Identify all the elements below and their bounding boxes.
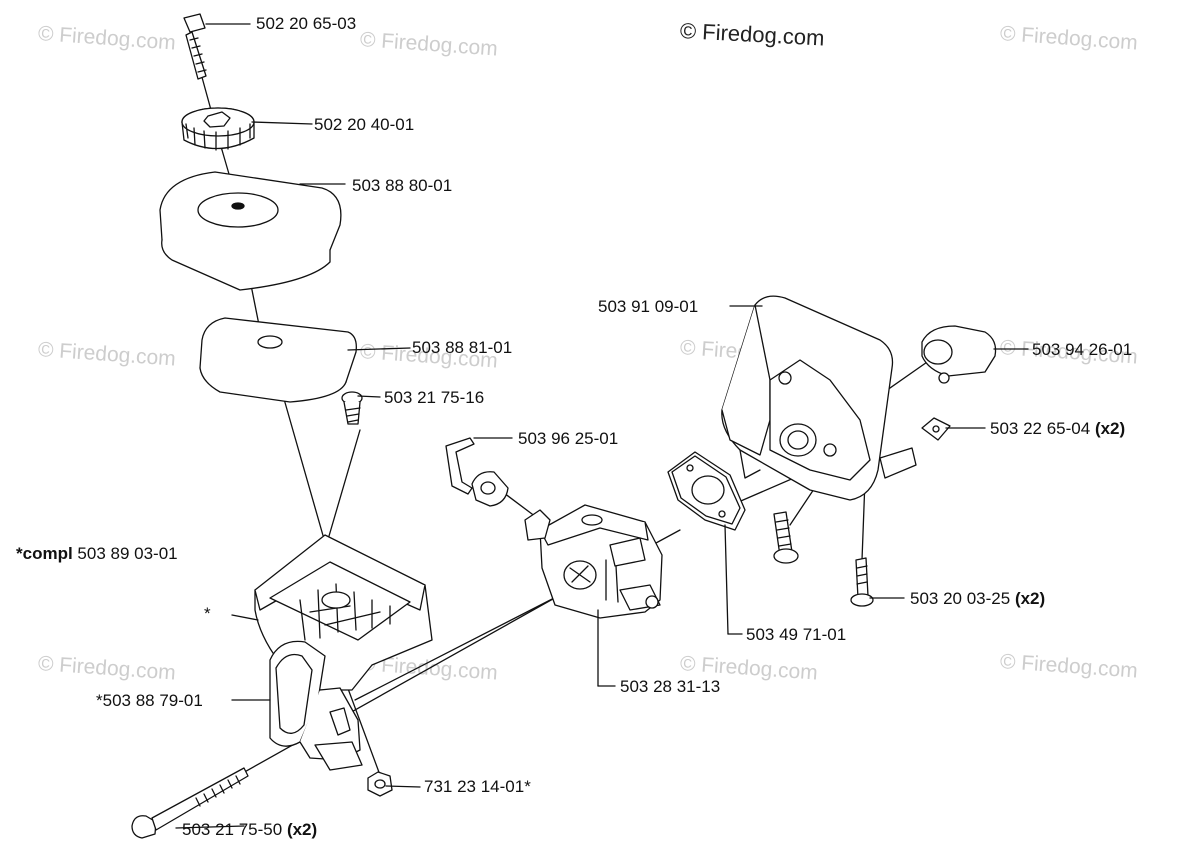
square-nut-icon	[921, 417, 951, 441]
screw-pair-icon	[773, 511, 874, 607]
compl-number: 503 89 03-01	[77, 544, 178, 563]
bolt-long-icon	[131, 767, 249, 839]
screw-small-icon	[341, 391, 363, 425]
filter-housing-icon	[254, 534, 433, 771]
part-label-503-88-81-01: 503 88 81-01	[412, 338, 513, 357]
part-label-asterisk: *	[204, 604, 211, 623]
clip-icon	[921, 325, 997, 384]
part-label-compl-503-89-03-01: *compl 503 89 03-01	[16, 544, 178, 564]
part-label-503-22-65-04: 503 22 65-04 (x2)	[990, 419, 1125, 439]
qty: (x2)	[1094, 419, 1126, 438]
part-label-503-20-03-25: 503 20 03-25 (x2)	[910, 589, 1045, 609]
part-label-503-94-26-01: 503 94 26-01	[1032, 340, 1133, 359]
compl-prefix: *compl	[16, 544, 73, 563]
part-label-503-96-25-01: 503 96 25-01	[518, 429, 619, 448]
bracket-fitting-icon	[445, 437, 509, 507]
part-number: 503 22 65-04	[990, 419, 1091, 438]
part-number: 503 21 75-50	[182, 820, 283, 839]
part-label-731-23-14-01: 731 23 14-01*	[424, 777, 531, 796]
bolt-top-icon	[183, 13, 207, 80]
part-label-503-88-80-01: 503 88 80-01	[352, 176, 453, 195]
filter-element-icon	[199, 317, 357, 403]
part-label-503-91-09-01: 503 91 09-01	[598, 297, 699, 316]
part-label-502-20-40-01: 502 20 40-01	[314, 115, 415, 134]
carb-housing-icon	[721, 295, 917, 501]
part-label-503-21-75-50: 503 21 75-50 (x2)	[182, 820, 317, 840]
filter-cover-icon	[159, 171, 342, 291]
knob-icon	[181, 107, 255, 151]
part-label-503-88-79-01: *503 88 79-01	[96, 691, 203, 710]
carburetor-icon	[524, 504, 663, 619]
part-label-503-21-75-16: 503 21 75-16	[384, 388, 485, 407]
part-label-503-28-31-13: 503 28 31-13	[620, 677, 721, 696]
qty: (x2)	[286, 820, 318, 839]
part-number: 503 20 03-25	[910, 589, 1011, 608]
nut-icon	[367, 771, 393, 797]
gasket-icon	[667, 451, 746, 531]
part-label-503-49-71-01: 503 49 71-01	[746, 625, 847, 644]
qty: (x2)	[1014, 589, 1046, 608]
part-label-502-20-65-03: 502 20 65-03	[256, 14, 357, 33]
